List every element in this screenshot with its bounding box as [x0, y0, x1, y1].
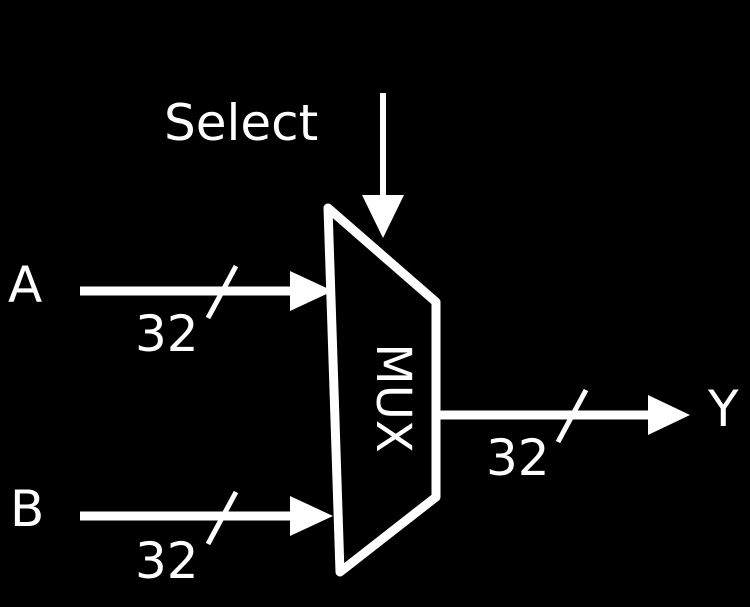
input-a-label: A	[8, 256, 42, 314]
input-a-bus-width: 32	[135, 305, 199, 363]
select-label: Select	[164, 94, 318, 152]
input-a-bus-slash	[205, 264, 239, 320]
mux-label: MUX	[365, 343, 421, 452]
select-arrowhead	[362, 195, 404, 238]
input-b-label: B	[10, 480, 44, 538]
output-y-label: Y	[707, 380, 739, 438]
input-b-bus-width: 32	[135, 532, 199, 590]
input-a-arrowhead	[290, 271, 333, 311]
mux-body	[323, 203, 441, 577]
output-y-bus-width: 32	[486, 429, 550, 487]
input-b-bus-slash	[205, 490, 239, 546]
output-y-bus-slash	[555, 388, 589, 444]
input-b-arrowhead	[290, 496, 333, 536]
output-y-arrowhead	[648, 395, 690, 435]
